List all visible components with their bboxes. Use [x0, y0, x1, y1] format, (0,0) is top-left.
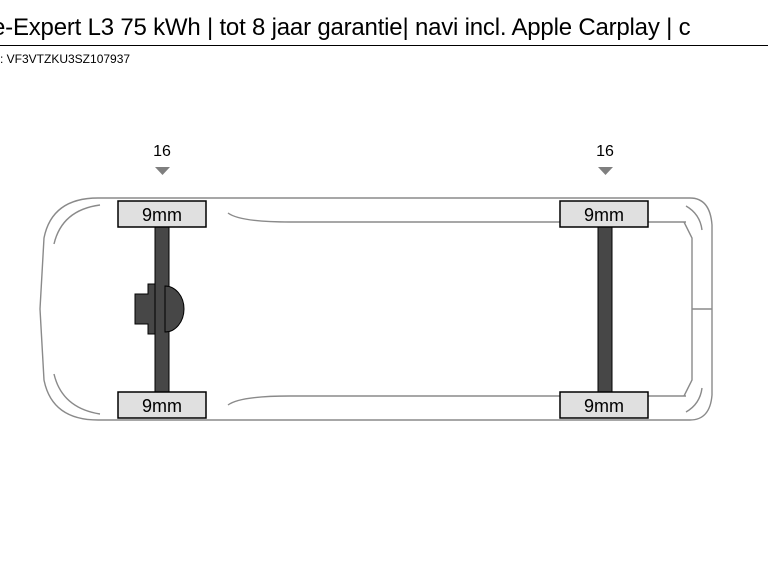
cargo-line-bottom: [227, 395, 686, 406]
vin-label: r: VF3VTZKU3SZ107937: [0, 52, 131, 66]
windshield-bottom: [53, 373, 101, 415]
down-triangle-icon: [155, 167, 170, 175]
cargo-line-top: [227, 212, 686, 223]
tire-tread-label: 9mm: [584, 205, 624, 225]
page-title: e-Expert L3 75 kWh | tot 8 jaar garantie…: [0, 14, 691, 41]
rear-axle-shaft: [597, 224, 613, 394]
rear-door-top: [685, 205, 703, 231]
differential: [164, 285, 185, 333]
rear-load-marker: 16: [596, 143, 614, 175]
tire-rear-top: 9mm: [559, 200, 649, 228]
tire-box: [559, 391, 649, 419]
rear-door-inner: [683, 221, 693, 397]
front-load-marker: 16: [153, 143, 171, 175]
tire-box: [117, 391, 207, 419]
tire-front-bottom: 9mm: [117, 391, 207, 419]
rear-door-bottom: [685, 387, 703, 413]
van-outline: [39, 197, 713, 421]
front-load-label: 16: [153, 143, 171, 160]
title-divider: [0, 45, 768, 46]
tire-box: [559, 200, 649, 228]
tire-tread-label: 9mm: [142, 396, 182, 416]
windshield-top: [53, 204, 101, 245]
tire-rear-bottom: 9mm: [559, 391, 649, 419]
drive-unit: [134, 283, 156, 335]
tire-tread-label: 9mm: [584, 396, 624, 416]
down-triangle-icon: [598, 167, 613, 175]
tire-front-top: 9mm: [117, 200, 207, 228]
tire-box: [117, 200, 207, 228]
rear-load-label: 16: [596, 143, 614, 160]
tire-tread-label: 9mm: [142, 205, 182, 225]
front-axle: [134, 224, 185, 394]
van-body: [39, 197, 713, 421]
